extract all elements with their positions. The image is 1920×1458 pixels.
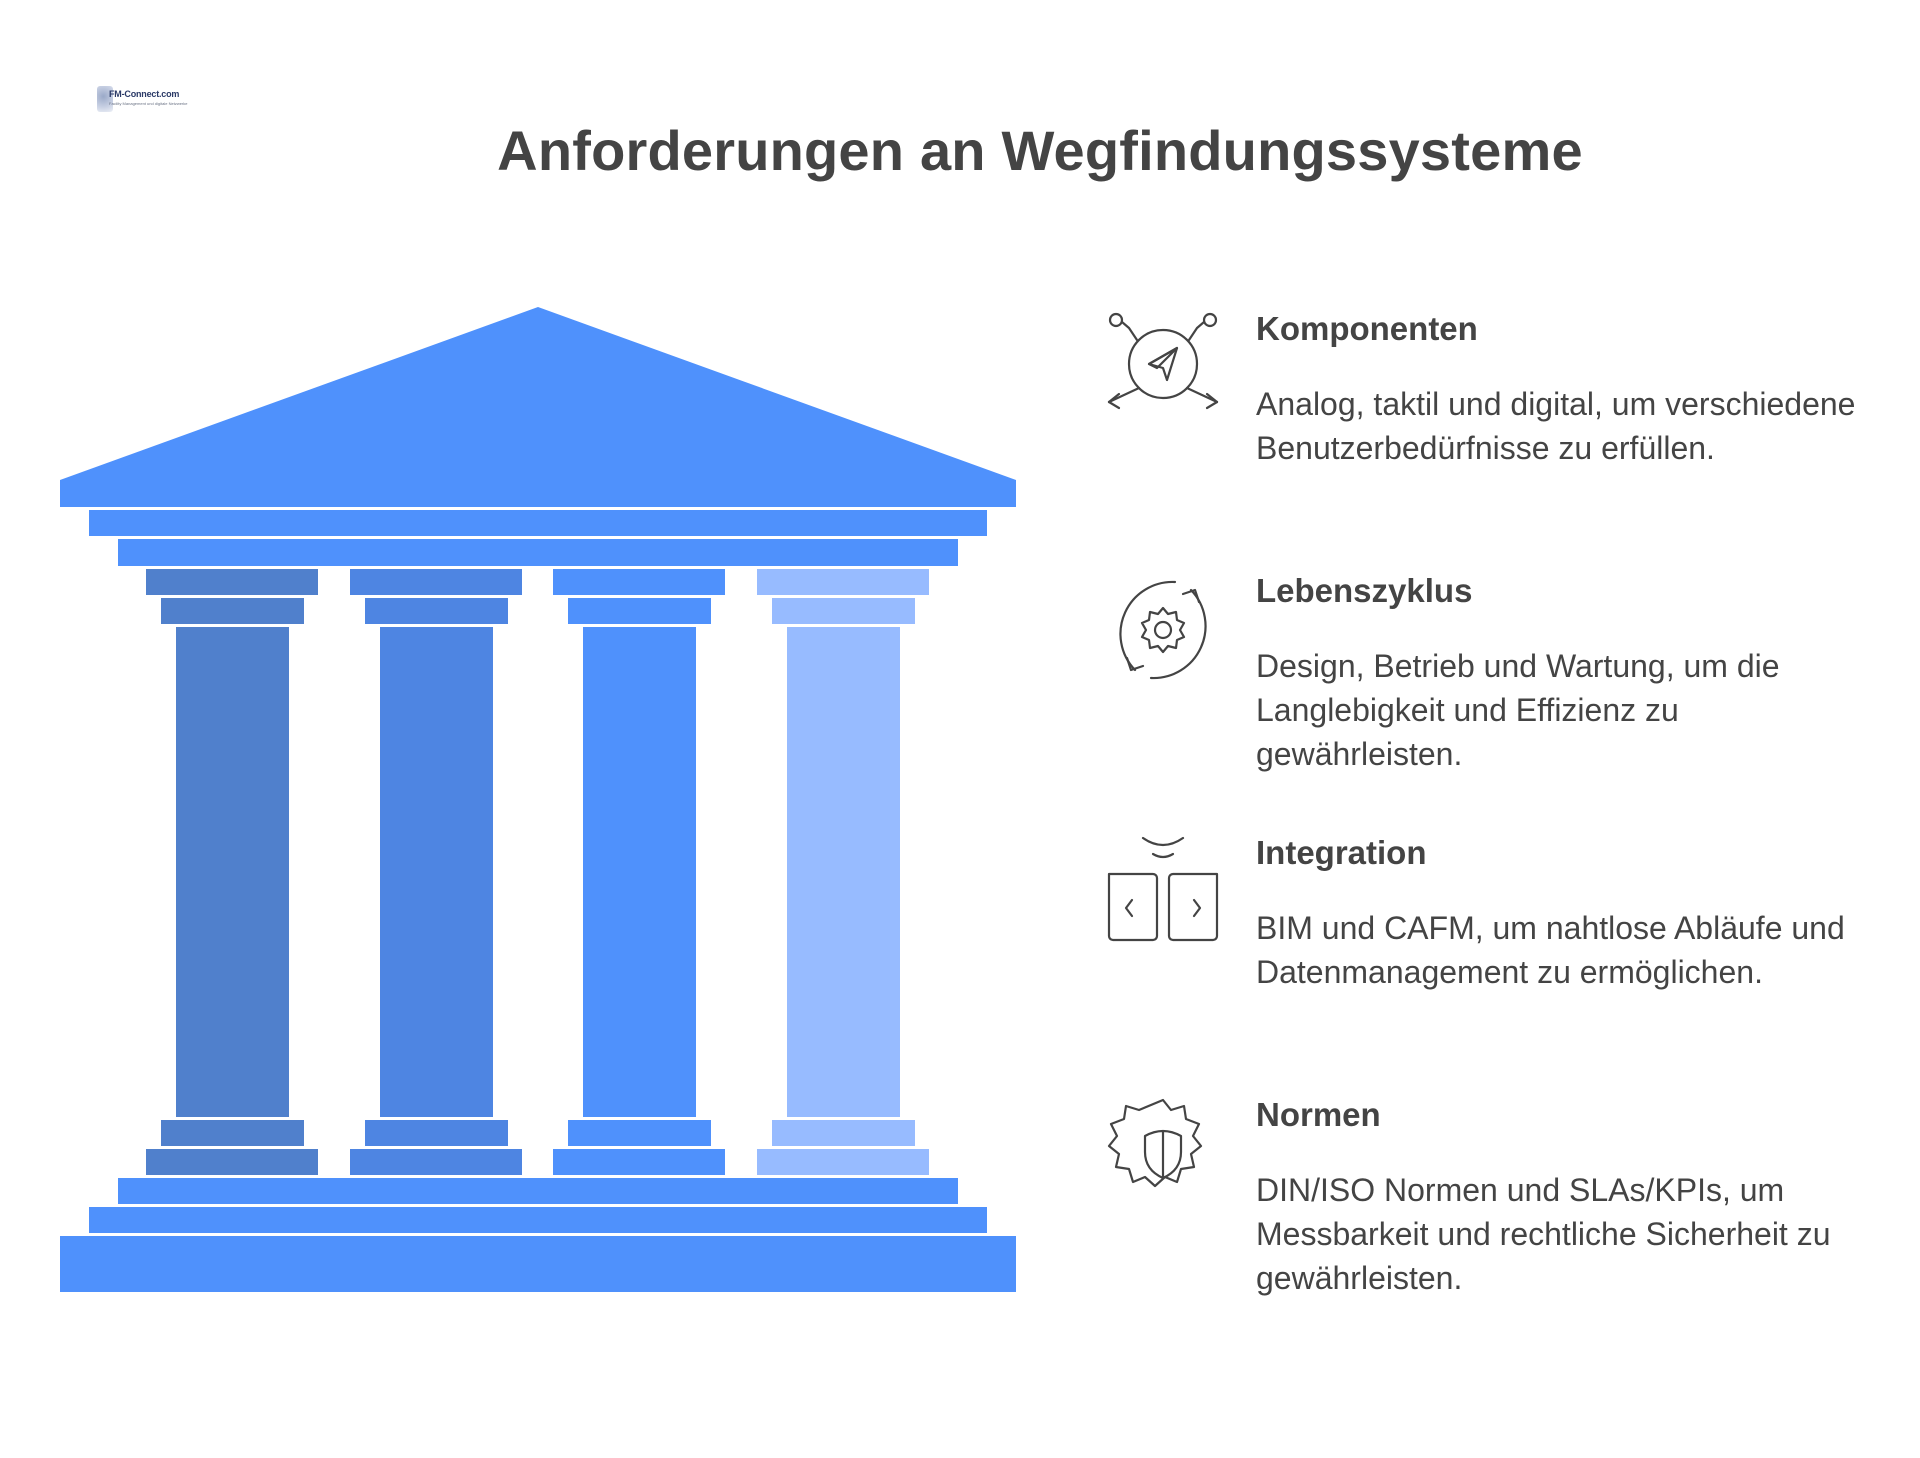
temple-column-4 xyxy=(757,569,929,1175)
temple-base-1 xyxy=(118,1178,958,1204)
integration-panels-icon xyxy=(1105,834,1221,950)
temple-roof-base xyxy=(60,480,1016,507)
item-text: DIN/ISO Normen und SLAs/KPIs, um Messbar… xyxy=(1256,1172,1831,1296)
temple-roof xyxy=(60,307,1016,480)
temple-entablature-2 xyxy=(118,539,958,566)
item-text: Analog, taktil und digital, um verschied… xyxy=(1256,386,1856,466)
item-heading: Normen xyxy=(1256,1096,1381,1133)
item-text: Design, Betrieb und Wartung, um die Lang… xyxy=(1256,648,1780,772)
logo-mark-icon xyxy=(97,86,113,112)
logo: FM-Connect.com Facility Management und d… xyxy=(97,86,187,112)
item-heading: Komponenten xyxy=(1256,310,1478,347)
item-text: BIM und CAFM, um nahtlose Abläufe und Da… xyxy=(1256,910,1845,990)
temple-diagram xyxy=(60,307,1016,1292)
item-heading: Lebenszyklus xyxy=(1256,572,1473,609)
temple-column-3 xyxy=(553,569,725,1175)
shield-gear-icon xyxy=(1105,1096,1221,1212)
temple-base-2 xyxy=(89,1207,987,1233)
page-title: Anforderungen an Wegfindungssysteme xyxy=(497,119,1583,182)
temple-base-3 xyxy=(60,1236,1016,1292)
temple-column-1 xyxy=(146,569,318,1175)
temple-column-2 xyxy=(350,569,522,1175)
item-heading: Integration xyxy=(1256,834,1427,871)
temple-entablature-1 xyxy=(89,510,987,536)
logo-name: FM-Connect.com xyxy=(109,89,180,99)
logo-tagline: Facility Management und digitale Netzwer… xyxy=(109,101,188,106)
navigation-arrows-icon xyxy=(1105,310,1221,426)
gear-cycle-icon xyxy=(1105,572,1221,688)
